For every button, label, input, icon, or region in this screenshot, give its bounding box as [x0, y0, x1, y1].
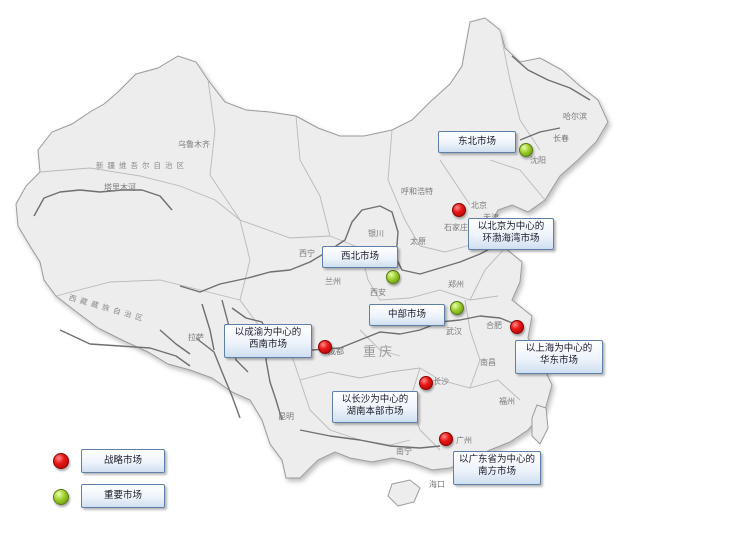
- city-urumqi: 乌鲁木齐: [178, 140, 210, 149]
- city-zhengzhou: 郑州: [448, 280, 464, 289]
- city-fuzhou: 福州: [499, 397, 515, 406]
- city-lanzhou: 兰州: [325, 277, 341, 286]
- city-chengdu: 成都: [328, 347, 344, 356]
- city-harbin: 哈尔滨: [563, 112, 587, 121]
- city-lhasa: 拉萨: [188, 333, 204, 342]
- callout-northwest-market: 西北市场: [322, 246, 398, 268]
- xinjiang-region-label: 新疆维吾尔自治区: [96, 161, 188, 170]
- legend-important-label-box: 重要市场: [81, 484, 165, 508]
- city-shijiazhuang: 石家庄: [444, 223, 468, 232]
- callout-central-text: 中部市场: [387, 309, 426, 320]
- legend-strategic-dot: [53, 453, 69, 469]
- market-dot-northwest: [386, 270, 400, 284]
- market-dot-beijing: [452, 203, 466, 217]
- city-guangzhou: 广州: [456, 436, 472, 445]
- city-nanning: 南宁: [396, 447, 412, 456]
- callout-northeast-market: 东北市场: [438, 131, 516, 153]
- callout-guangdong-line2: 南方市场: [477, 466, 516, 477]
- city-kunming: 昆明: [278, 412, 294, 421]
- province-borders: [39, 29, 546, 451]
- callout-central-market: 中部市场: [369, 304, 445, 326]
- callout-beijing-line1: 以北京为中心的: [477, 221, 545, 232]
- city-beijing: 北京: [471, 201, 487, 210]
- callout-beijing-market: 以北京为中心的 环渤海湾市场: [468, 218, 554, 250]
- market-dot-chengyu: [318, 340, 332, 354]
- city-nanchang: 南昌: [480, 358, 496, 367]
- taiwan-island: [531, 404, 549, 445]
- city-shenyang: 沈阳: [530, 156, 546, 165]
- market-dot-shanghai: [510, 320, 524, 334]
- callout-beijing-line2: 环渤海湾市场: [482, 233, 540, 244]
- callout-chengyu-market: 以成渝为中心的 西南市场: [224, 324, 312, 358]
- callout-changsha-line2: 湖南本部市场: [346, 406, 404, 417]
- market-dot-central: [450, 301, 464, 315]
- market-dot-changsha: [419, 376, 433, 390]
- callout-chengyu-line2: 西南市场: [248, 339, 287, 350]
- tarim-river-label: 塔里木河: [104, 183, 136, 192]
- callout-shanghai-line1: 以上海为中心的: [525, 343, 593, 354]
- callout-chengyu-line1: 以成渝为中心的: [234, 327, 302, 338]
- city-yinchuan: 银川: [368, 229, 384, 238]
- city-changsha: 长沙: [433, 377, 449, 386]
- city-xining: 西宁: [299, 249, 315, 258]
- city-haikou: 海口: [429, 480, 445, 489]
- callout-changsha-line1: 以长沙为中心的: [341, 394, 409, 405]
- chongqing-label: 重庆: [363, 345, 396, 360]
- legend-strategic-label: 战略市场: [103, 455, 142, 466]
- callout-northwest-text: 西北市场: [340, 251, 379, 262]
- city-hohhot: 呼和浩特: [401, 187, 433, 196]
- callout-guangdong-market: 以广东省为中心的 南方市场: [453, 451, 541, 485]
- legend-important-dot: [53, 489, 69, 505]
- callout-changsha-market: 以长沙为中心的 湖南本部市场: [332, 391, 418, 423]
- market-dot-guangdong: [439, 432, 453, 446]
- city-xian: 西安: [370, 288, 386, 297]
- hainan-island: [387, 479, 421, 507]
- callout-shanghai-line2: 华东市场: [539, 355, 578, 366]
- city-hefei: 合肥: [486, 321, 502, 330]
- callout-northeast-text: 东北市场: [457, 136, 496, 147]
- city-tianjin: 天津: [483, 214, 499, 222]
- callout-guangdong-line1: 以广东省为中心的: [458, 454, 535, 465]
- city-wuhan: 武汉: [446, 327, 462, 336]
- city-taiyuan: 太原: [410, 237, 426, 246]
- market-dot-northeast: [519, 143, 533, 157]
- callout-shanghai-market: 以上海为中心的 华东市场: [515, 340, 603, 374]
- legend-important-label: 重要市场: [103, 490, 142, 501]
- legend-strategic-label-box: 战略市场: [81, 449, 165, 473]
- city-changchun: 长春: [553, 134, 569, 143]
